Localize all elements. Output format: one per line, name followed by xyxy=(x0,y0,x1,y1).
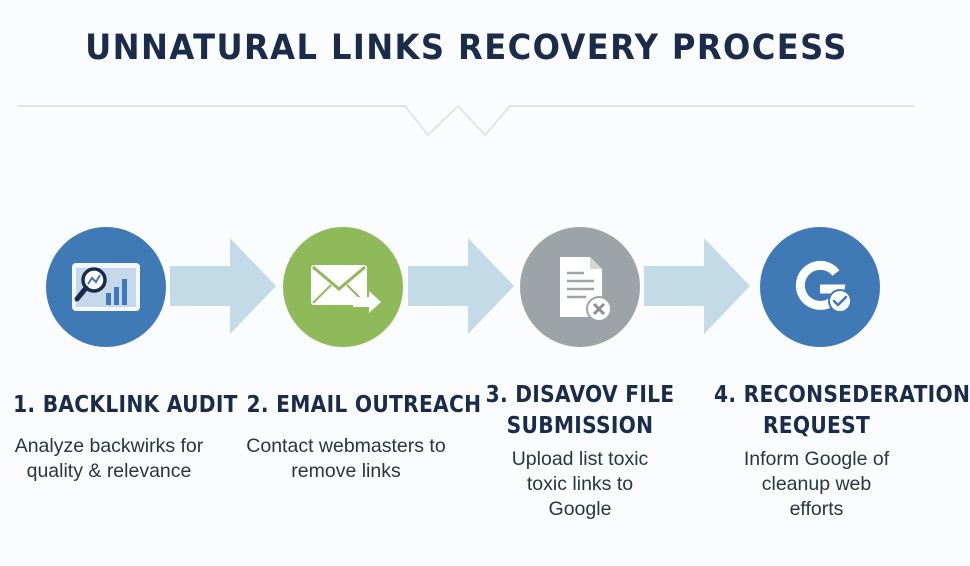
step-3-description: Upload list toxic toxic links to Google xyxy=(470,447,690,522)
step-2-circle xyxy=(283,227,403,347)
step-3-title-line2: SUBMISSION xyxy=(506,413,654,439)
step-3-circle xyxy=(520,227,640,347)
flow-arrow-2 xyxy=(408,238,514,334)
document-remove-icon xyxy=(560,257,612,322)
step-4-title: 4. RECONSEDERATION REQUEST xyxy=(713,380,970,442)
flow-arrow-3 xyxy=(644,238,750,334)
step-3-title-line1: 3. DISAVOV FILE xyxy=(485,382,675,408)
step-3-desc-line2: toxic links to xyxy=(526,473,634,495)
step-2-title-line1: 2. EMAIL OUTREACH xyxy=(246,392,482,418)
step-1-circle xyxy=(46,227,166,347)
step-4-title-line1: 4. RECONSEDERATION xyxy=(713,382,970,408)
step-4-title-line2: REQUEST xyxy=(762,413,871,439)
step-1-description: Analyze backwirks for quality & relevanc… xyxy=(0,434,218,484)
email-send-icon xyxy=(311,265,381,313)
step-3-desc-line1: Upload list toxic xyxy=(511,448,649,470)
page-title: UNNATURAL LINKS RECOVERY PROCESS xyxy=(85,28,848,68)
step-4-desc-line2: cleanup web xyxy=(761,473,872,495)
step-4-circle xyxy=(760,227,880,347)
step-2-description: Contact webmasters to remove links xyxy=(233,434,459,484)
search-analytics-icon xyxy=(72,263,140,311)
step-4-desc-line1: Inform Google of xyxy=(743,448,890,470)
step-4-description: Inform Google of cleanup web efforts xyxy=(700,447,933,522)
step-2-title: 2. EMAIL OUTREACH xyxy=(246,390,482,421)
step-1-desc-line1: Analyze backwirks for xyxy=(14,435,204,457)
step-3-title: 3. DISAVOV FILE SUBMISSION xyxy=(483,380,677,442)
title-divider xyxy=(18,104,915,137)
step-1-desc-line2: quality & relevance xyxy=(26,460,192,482)
step-2-desc-line1: Contact webmasters to xyxy=(246,435,446,457)
step-1-title-line1: 1. BACKLINK AUDIT xyxy=(13,392,238,418)
google-check-icon xyxy=(795,260,852,313)
step-2-desc-line2: remove links xyxy=(291,460,401,482)
flow-arrow-1 xyxy=(170,238,276,334)
step-4-desc-line3: efforts xyxy=(789,498,844,520)
step-1-title: 1. BACKLINK AUDIT xyxy=(13,390,238,421)
step-3-desc-line3: Google xyxy=(548,498,612,520)
